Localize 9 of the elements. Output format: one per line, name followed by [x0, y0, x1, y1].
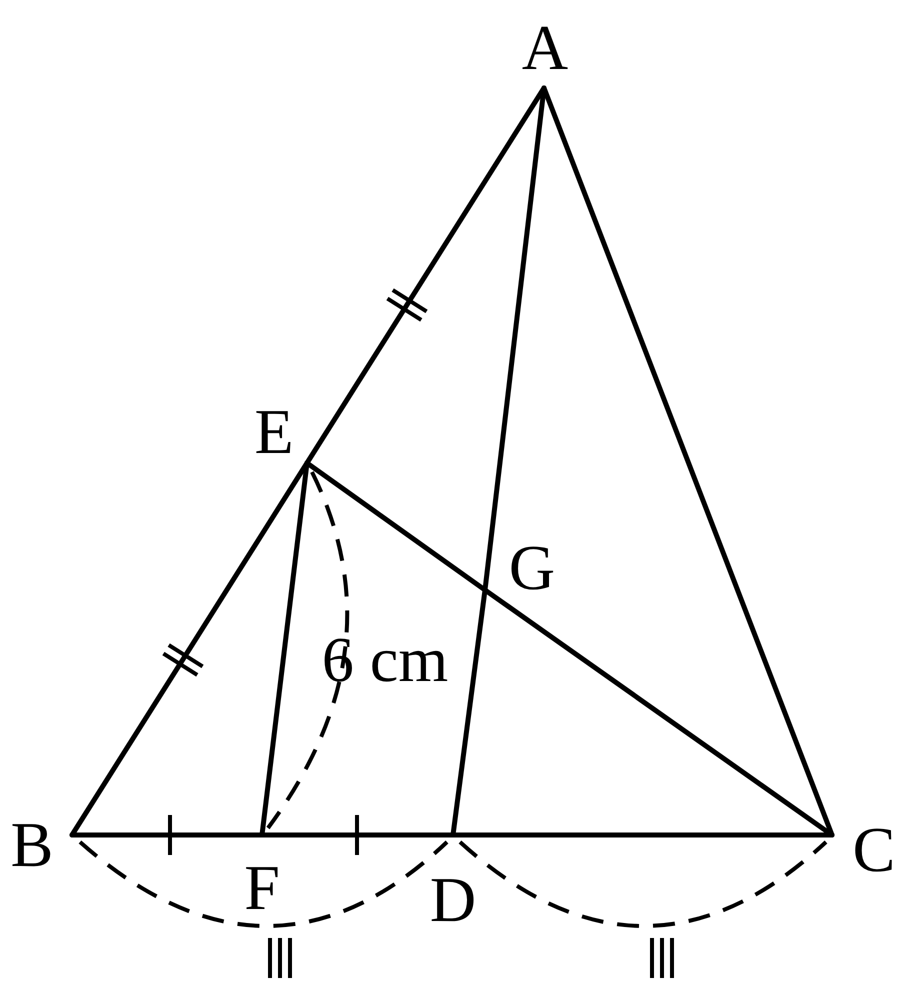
line-segment — [450, 832, 834, 838]
point-label: D — [430, 868, 476, 932]
point-label: G — [508, 536, 556, 600]
point-label: C — [852, 818, 896, 882]
length-label: 6 cm — [322, 628, 448, 692]
point-label: B — [10, 813, 54, 877]
point-label: E — [254, 400, 294, 464]
point-label: A — [522, 16, 568, 80]
point-label: F — [244, 856, 280, 920]
